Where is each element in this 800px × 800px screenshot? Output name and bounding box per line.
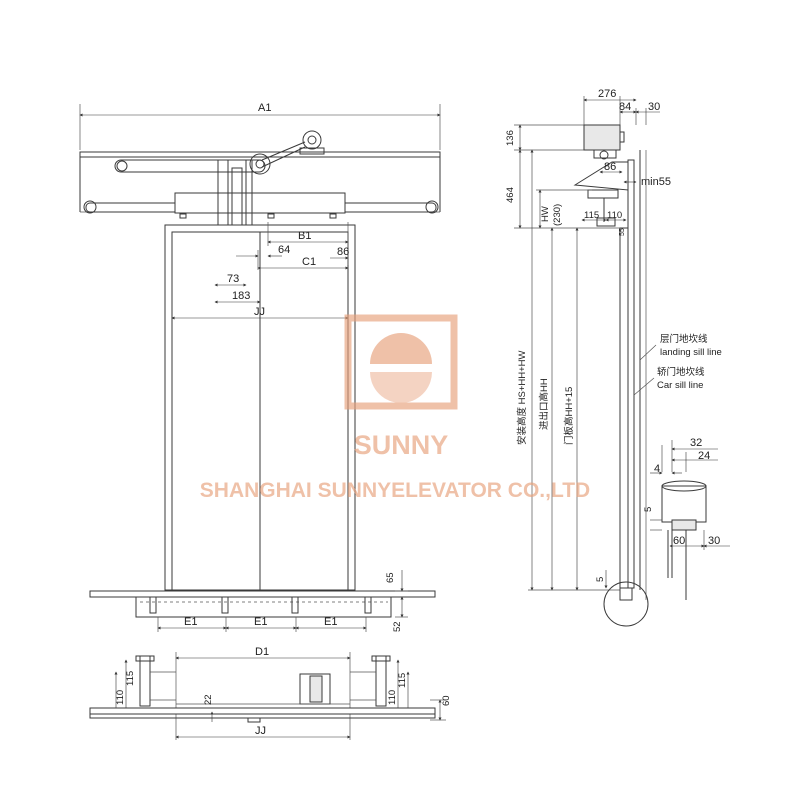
dim-c1: C1 — [302, 256, 316, 268]
watermark-logo — [344, 314, 458, 410]
dim-hw: HW — [540, 206, 551, 222]
plan-view: D1 110 115 110 115 22 60 JJ — [89, 646, 452, 740]
dim-110-side: 110 — [607, 210, 622, 221]
dim-a1: A1 — [258, 102, 271, 114]
dim-b1: B1 — [298, 230, 311, 242]
dim-install-height: 安装高度 HS+HH+HW — [516, 350, 528, 445]
dim-115-left: 115 — [125, 671, 136, 686]
watermark-logo-mark — [370, 333, 432, 364]
detail-dim-32: 32 — [690, 437, 702, 449]
dim-30-top: 30 — [648, 101, 660, 113]
detail-dim-5: 5 — [643, 507, 654, 512]
dim-84: 84 — [619, 101, 631, 113]
watermark-brand: SUNNY — [354, 430, 449, 460]
dim-183: 183 — [232, 290, 250, 302]
watermark-company: SHANGHAI SUNNYELEVATOR CO.,LTD — [200, 479, 590, 502]
dim-73: 73 — [227, 273, 239, 285]
dim-65: 65 — [385, 572, 396, 583]
detail-dim-60: 60 — [673, 535, 685, 547]
landing-sill-cn: 层门地坎线 — [660, 333, 708, 345]
dim-e1-c: E1 — [324, 616, 337, 628]
dim-115-right: 115 — [397, 673, 408, 688]
dim-e1-b: E1 — [254, 616, 267, 628]
detail-dim-30: 30 — [708, 535, 720, 547]
side-view: 276 84 30 136 464 86 min55 HW (230) — [505, 88, 730, 627]
watermark: SUNNY SHANGHAI SUNNYELEVATOR CO.,LTD — [200, 314, 590, 502]
dim-52: 52 — [392, 621, 403, 632]
dim-86-side: 86 — [604, 161, 616, 173]
detail-dim-4: 4 — [654, 463, 660, 475]
dim-464: 464 — [505, 187, 516, 203]
dim-door-panel-height: 门板高HH+15 — [563, 387, 575, 445]
dim-86-front: 86 — [337, 246, 349, 258]
dim-jj-plan: JJ — [255, 725, 266, 737]
dim-22: 22 — [203, 694, 214, 705]
dim-jj-front: JJ — [254, 306, 265, 318]
car-sill-en: Car sill line — [657, 380, 703, 391]
dim-276: 276 — [598, 88, 616, 100]
dim-5-side: 5 — [595, 577, 606, 582]
dim-e1-a: E1 — [184, 616, 197, 628]
dim-110-left: 110 — [115, 690, 126, 705]
dim-136: 136 — [505, 130, 516, 146]
dim-min55: min55 — [641, 176, 671, 188]
car-sill-cn: 轿门地坎线 — [657, 366, 705, 378]
dim-hw-230: (230) — [552, 204, 563, 226]
dim-115-side: 115 — [584, 210, 599, 221]
dim-55-side: 55 — [619, 228, 626, 236]
dim-110-right: 110 — [387, 690, 398, 705]
dim-entrance-height: 进出口高HH — [538, 378, 550, 430]
detail-dim-24: 24 — [698, 450, 710, 462]
dim-60-plan: 60 — [441, 695, 452, 706]
landing-sill-en: landing sill line — [660, 347, 722, 358]
dim-64: 64 — [278, 244, 290, 256]
front-view: A1 — [79, 102, 441, 632]
dim-d1: D1 — [255, 646, 269, 658]
